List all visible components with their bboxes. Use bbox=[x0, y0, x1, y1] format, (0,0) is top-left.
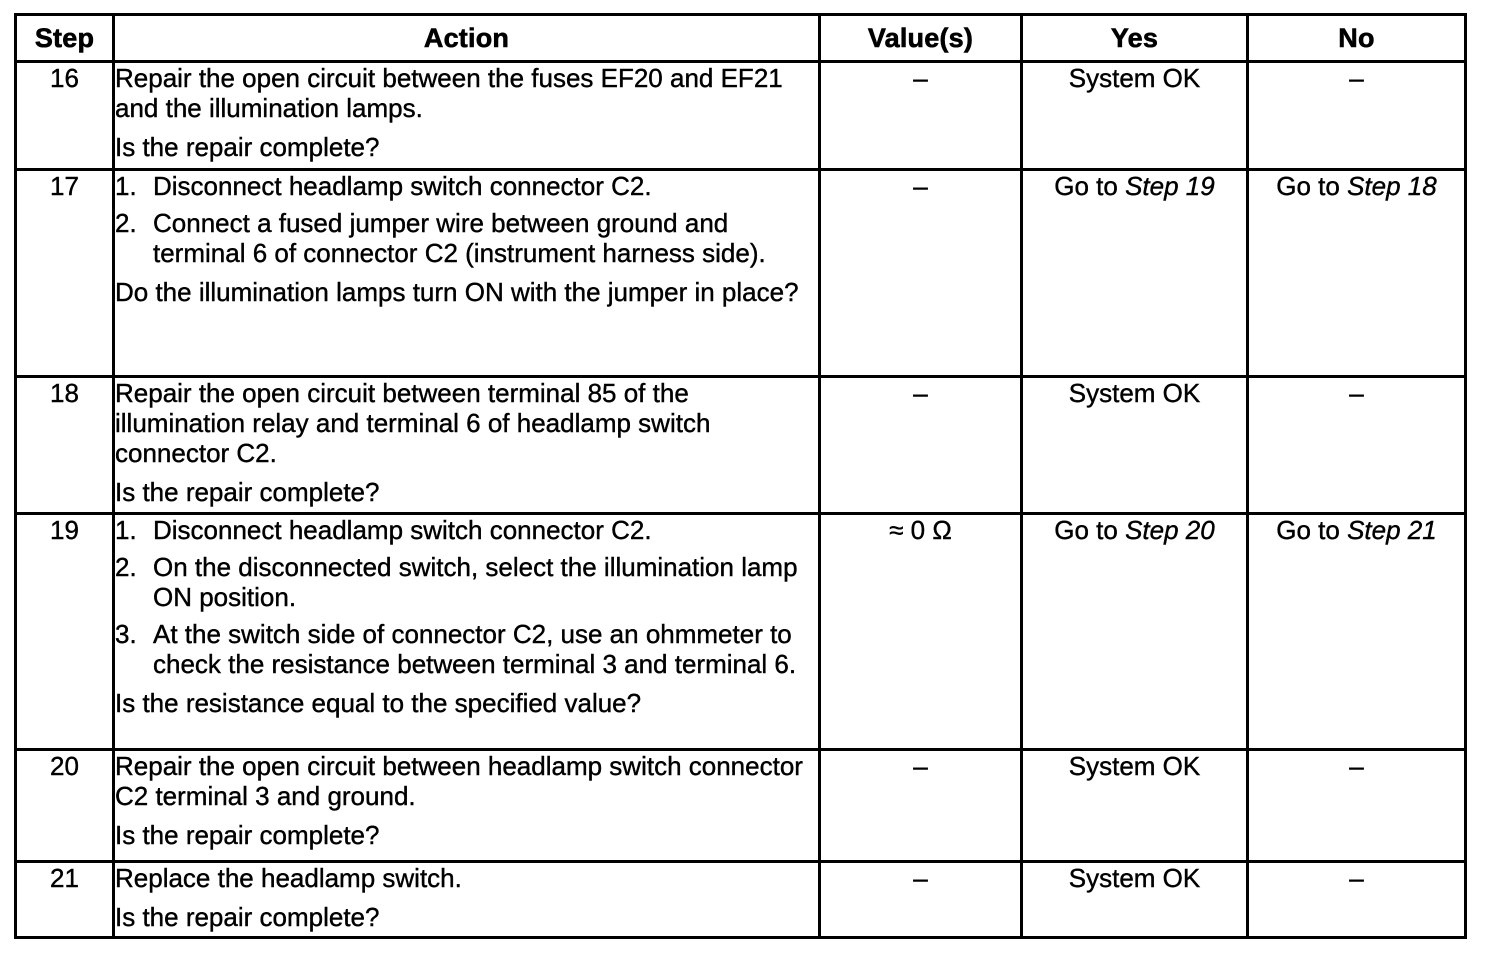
action-question: Is the repair complete? bbox=[115, 477, 380, 507]
cell-text: – bbox=[913, 751, 928, 782]
list-number: 1. bbox=[115, 515, 137, 546]
action-paragraph: Repair the open circuit between the fuse… bbox=[115, 63, 783, 124]
action-paragraph: Repair the open circuit between headlamp… bbox=[115, 751, 804, 812]
col-header-no: No bbox=[1246, 13, 1467, 63]
action-cell: Repair the open circuit between terminal… bbox=[112, 375, 821, 515]
yes-cell: Go to Step 19 bbox=[1020, 168, 1249, 378]
yes-cell: System OK bbox=[1020, 60, 1249, 171]
step-cell: 21 bbox=[14, 860, 115, 939]
cell-text: Go to bbox=[1054, 515, 1126, 546]
no-cell: Go to Step 18 bbox=[1246, 168, 1467, 378]
col-header-step: Step bbox=[14, 13, 115, 63]
step-cell: 17 bbox=[14, 168, 115, 378]
action-paragraph: Repair the open circuit between terminal… bbox=[115, 378, 711, 469]
col-header-yes: Yes bbox=[1020, 13, 1249, 63]
cell-text: ≈ 0 Ω bbox=[889, 515, 952, 546]
header-row: Step Action Value(s) Yes No bbox=[14, 13, 1467, 63]
values-cell: – bbox=[818, 860, 1023, 939]
list-text: Disconnect headlamp switch connector C2. bbox=[153, 515, 652, 546]
cell-text: System OK bbox=[1068, 751, 1201, 782]
no-cell: – bbox=[1246, 375, 1467, 515]
list-number: 3. bbox=[115, 619, 137, 649]
cell-text: Go to bbox=[1054, 171, 1126, 202]
list-text: Disconnect headlamp switch connector C2. bbox=[153, 171, 652, 202]
yes-cell: System OK bbox=[1020, 860, 1249, 939]
action-cell: 1. Disconnect headlamp switch connector C… bbox=[112, 168, 821, 378]
action-cell: Repair the open circuit between the fuse… bbox=[112, 60, 821, 171]
values-cell: – bbox=[818, 60, 1023, 171]
action-paragraph: Replace the headlamp switch. bbox=[115, 863, 463, 894]
values-cell: – bbox=[818, 748, 1023, 863]
cell-text: Go to bbox=[1276, 171, 1348, 202]
action-cell: 1. Disconnect headlamp switch connector C… bbox=[112, 512, 821, 751]
cell-text: System OK bbox=[1068, 378, 1201, 409]
action-list-item: 3. At the switch side of connector C2, us… bbox=[115, 619, 817, 679]
yes-cell: Go to Step 20 bbox=[1020, 512, 1249, 751]
list-number: 1. bbox=[115, 171, 137, 202]
values-cell: – bbox=[818, 375, 1023, 515]
list-number: 2. bbox=[115, 208, 137, 238]
cell-text: – bbox=[1349, 378, 1364, 409]
yes-cell: System OK bbox=[1020, 375, 1249, 515]
action-list-item: 1. Disconnect headlamp switch connector C… bbox=[115, 171, 817, 202]
values-cell: – bbox=[818, 168, 1023, 378]
action-list-item: 1. Disconnect headlamp switch connector C… bbox=[115, 515, 817, 546]
action-list-item: 2. Connect a fused jumper wire between gr… bbox=[115, 208, 817, 268]
values-cell: ≈ 0 Ω bbox=[818, 512, 1023, 751]
action-question: Is the repair complete? bbox=[115, 132, 380, 162]
list-text: Connect a fused jumper wire between grou… bbox=[153, 208, 766, 268]
list-text: At the switch side of connector C2, use … bbox=[153, 619, 797, 679]
action-question: Is the resistance equal to the specified… bbox=[115, 688, 642, 718]
col-header-values: Value(s) bbox=[818, 13, 1023, 63]
no-cell: – bbox=[1246, 860, 1467, 939]
no-cell: Go to Step 21 bbox=[1246, 512, 1467, 751]
no-cell: – bbox=[1246, 748, 1467, 863]
yes-cell: System OK bbox=[1020, 748, 1249, 863]
action-cell: Replace the headlamp switch. Is the repai… bbox=[112, 860, 821, 939]
cell-text: – bbox=[913, 63, 928, 94]
step-reference: Step 20 bbox=[1125, 515, 1215, 546]
cell-text: – bbox=[913, 378, 928, 409]
no-cell: – bbox=[1246, 60, 1467, 171]
cell-text: System OK bbox=[1068, 63, 1201, 94]
cell-text: – bbox=[1349, 63, 1364, 94]
cell-text: – bbox=[913, 171, 928, 202]
step-cell: 19 bbox=[14, 512, 115, 751]
step-reference: Step 21 bbox=[1347, 515, 1437, 546]
action-list-item: 2. On the disconnected switch, select the… bbox=[115, 552, 817, 612]
action-question: Is the repair complete? bbox=[115, 820, 380, 850]
cell-text: – bbox=[1349, 863, 1364, 894]
cell-text: – bbox=[1349, 751, 1364, 782]
col-header-action: Action bbox=[112, 13, 821, 63]
cell-text: Go to bbox=[1276, 515, 1348, 546]
action-cell: Repair the open circuit between headlamp… bbox=[112, 748, 821, 863]
step-cell: 16 bbox=[14, 60, 115, 171]
step-reference: Step 19 bbox=[1125, 171, 1215, 202]
cell-text: – bbox=[913, 863, 928, 894]
step-reference: Step 18 bbox=[1347, 171, 1437, 202]
action-question: Is the repair complete? bbox=[115, 902, 380, 932]
step-cell: 18 bbox=[14, 375, 115, 515]
action-question: Do the illumination lamps turn ON with t… bbox=[115, 277, 799, 307]
cell-text: System OK bbox=[1068, 863, 1201, 894]
list-number: 2. bbox=[115, 552, 137, 582]
step-cell: 20 bbox=[14, 748, 115, 863]
list-text: On the disconnected switch, select the i… bbox=[153, 552, 798, 612]
